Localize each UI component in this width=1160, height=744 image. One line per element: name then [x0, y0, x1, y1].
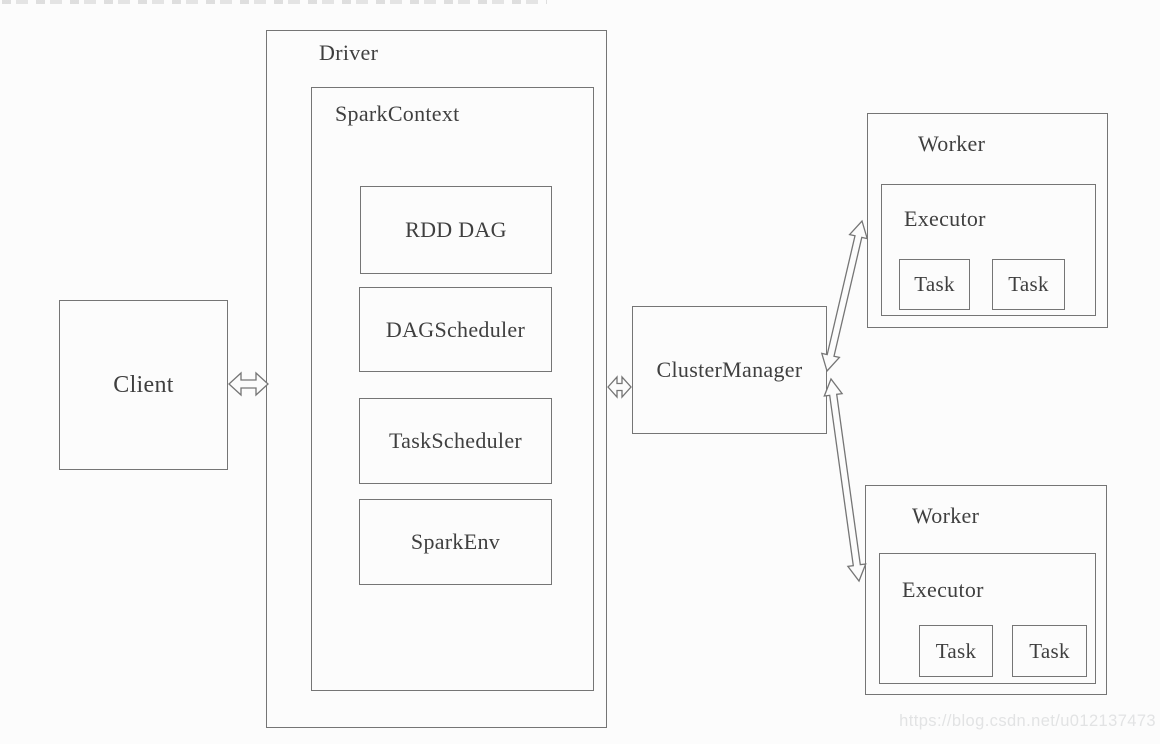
worker1-executor-box: Executor Task Task — [881, 184, 1096, 316]
clustermanager-box: ClusterManager — [632, 306, 827, 434]
sparkenv-label: SparkEnv — [410, 529, 501, 554]
worker1-task1-box: Task — [899, 259, 970, 310]
task-label: Task — [1008, 272, 1049, 296]
task-label: Task — [935, 638, 977, 663]
sparkenv-box: SparkEnv — [359, 499, 552, 585]
sparkcontext-label: SparkContext — [335, 101, 460, 126]
client-label: Client — [113, 371, 174, 398]
sparkcontext-box: SparkContext RDD DAG DAGScheduler TaskSc… — [311, 87, 594, 691]
client-box: Client — [59, 300, 228, 470]
worker1-task2-box: Task — [992, 259, 1065, 310]
worker1-label: Worker — [918, 131, 986, 156]
worker2-task2-box: Task — [1012, 625, 1087, 677]
driver-box: Driver SparkContext RDD DAG DAGScheduler… — [266, 30, 607, 728]
worker2-box: Worker Executor Task Task — [865, 485, 1107, 695]
clustermanager-worker1-arrow — [820, 219, 869, 373]
rdd-dag-box: RDD DAG — [360, 186, 552, 274]
worker2-executor-box: Executor Task Task — [879, 553, 1096, 684]
worker1-box: Worker Executor Task Task — [867, 113, 1108, 328]
driver-clustermanager-arrow — [607, 375, 632, 399]
cropped-text-remnant — [2, 0, 547, 4]
worker2-task1-box: Task — [919, 625, 993, 677]
rdd-dag-label: RDD DAG — [405, 217, 507, 242]
taskscheduler-box: TaskScheduler — [359, 398, 552, 484]
task-label: Task — [914, 272, 955, 296]
dagscheduler-label: DAGScheduler — [385, 316, 526, 342]
worker2-executor-label: Executor — [902, 577, 984, 602]
clustermanager-label: ClusterManager — [656, 357, 803, 382]
clustermanager-worker2-arrow — [823, 377, 867, 583]
dagscheduler-box: DAGScheduler — [359, 287, 552, 372]
worker1-executor-label: Executor — [904, 206, 986, 231]
client-driver-arrow — [228, 371, 269, 397]
watermark: https://blog.csdn.net/u012137473 — [899, 712, 1156, 730]
driver-label: Driver — [319, 40, 379, 65]
taskscheduler-label: TaskScheduler — [388, 428, 523, 453]
worker2-label: Worker — [912, 503, 980, 528]
task-label: Task — [1029, 638, 1070, 663]
